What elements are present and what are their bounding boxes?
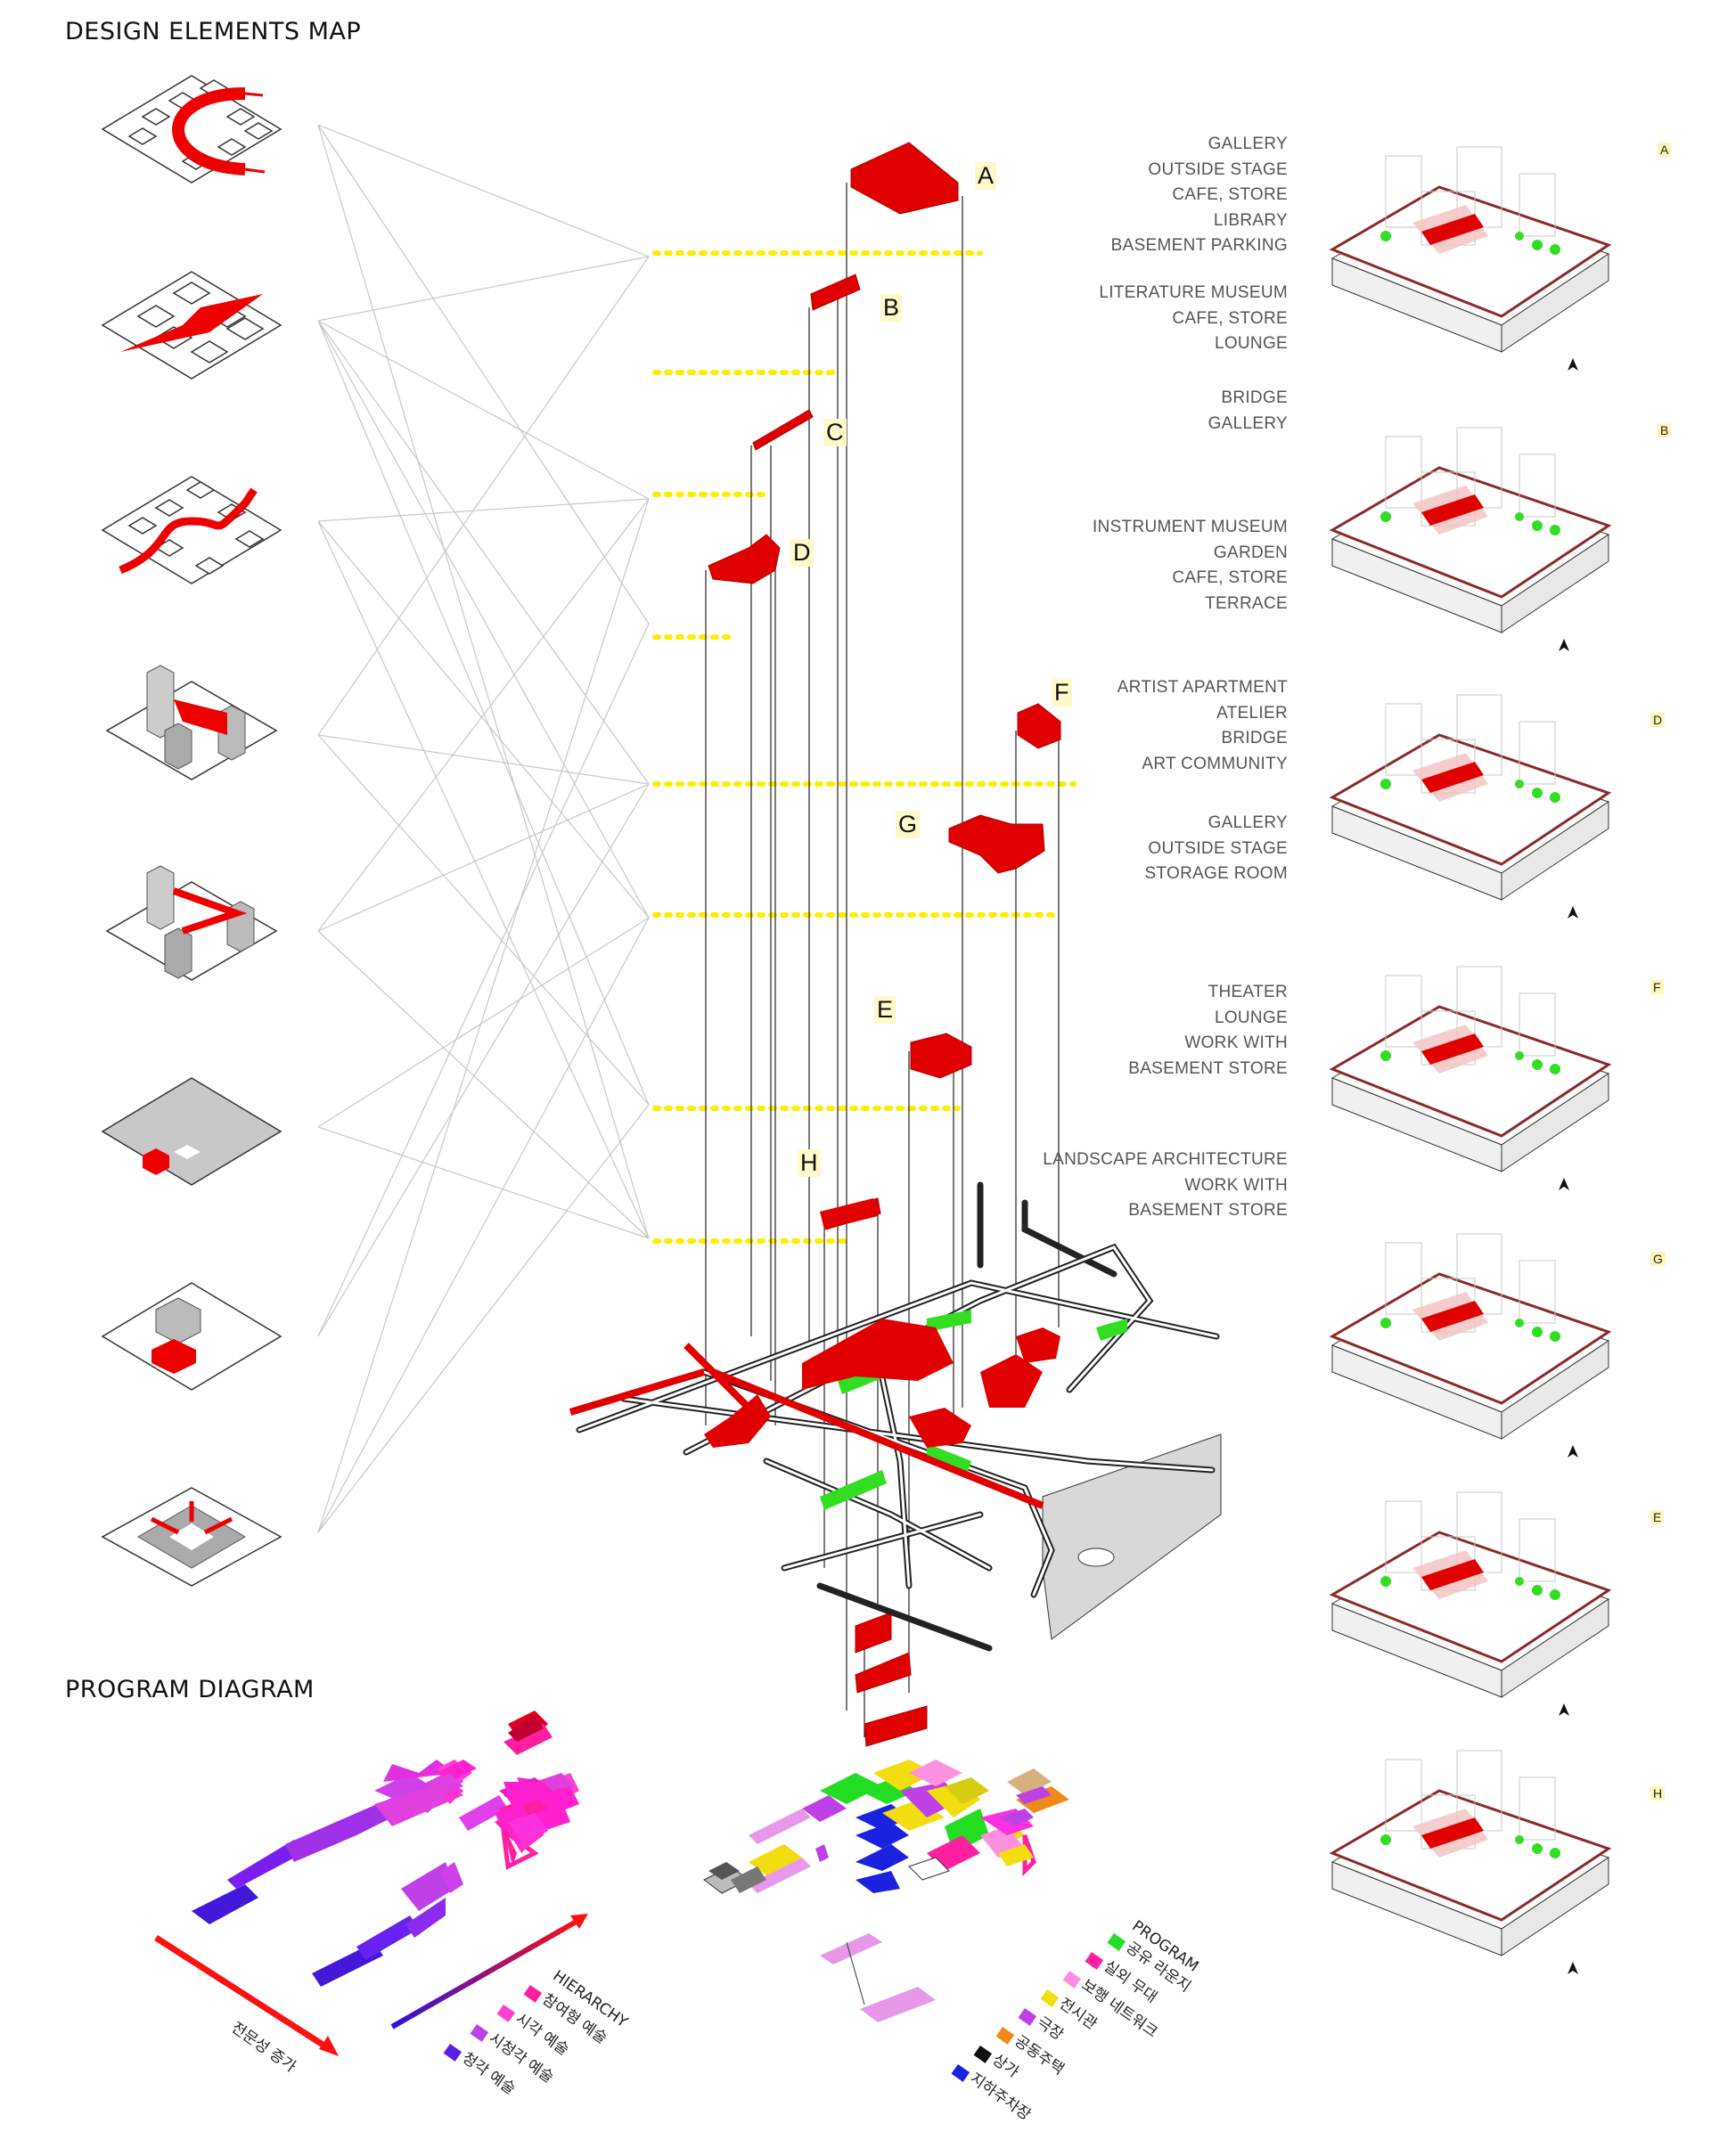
- site-letter-d: D: [790, 539, 814, 567]
- program-diagram-title: PROGRAM DIAGRAM: [65, 1676, 315, 1703]
- site-card-d: [1329, 694, 1612, 901]
- icon-plaza-cut: [101, 1077, 282, 1186]
- card-letter-g: G: [1650, 1252, 1666, 1266]
- program-item: ART COMMUNITY: [1142, 754, 1288, 773]
- program-item: WORK WITH: [1184, 1175, 1288, 1195]
- program-item: CAFE, STORE: [1172, 568, 1288, 587]
- site-letter-h: H: [798, 1149, 821, 1177]
- north-arrow-icon: [1568, 906, 1578, 919]
- program-item: TERRACE: [1205, 593, 1288, 613]
- program-item: GALLERY: [1208, 135, 1288, 153]
- program-item: LITERATURE MUSEUM: [1099, 283, 1288, 302]
- card-letter-a: A: [1658, 143, 1672, 157]
- icon-crescent-path: [101, 75, 282, 184]
- program-item: WORK WITH: [1184, 1033, 1288, 1052]
- program-list-d: INSTRUMENT MUSEUM GARDEN CAFE, STORE TERRAC…: [1093, 515, 1288, 617]
- floating-volumes: [708, 142, 1061, 1747]
- program-item: GALLERY: [1208, 413, 1288, 433]
- design-elements-title: DESIGN ELEMENTS MAP: [65, 18, 362, 45]
- site-letter-f: F: [1052, 679, 1072, 706]
- north-arrow-icon: [1559, 639, 1569, 651]
- design-element-icons: [101, 75, 282, 1587]
- program-item: GALLERY: [1208, 813, 1288, 832]
- site-letter-g: G: [896, 811, 921, 838]
- site-card-h: [1329, 1750, 1612, 1956]
- icon-s-path: [101, 476, 282, 584]
- icon-courtyard-arrows: [101, 1487, 282, 1587]
- program-list-e: ARTIST APARTMENT ATELIER BRIDGE ART COMMUNI…: [1117, 675, 1288, 777]
- program-item: LANDSCAPE ARCHITECTURE: [1043, 1150, 1288, 1169]
- card-letter-e: E: [1650, 1510, 1665, 1524]
- site-card-a: [1329, 146, 1612, 353]
- vertical-guides: [705, 183, 1060, 1737]
- connector-lines: [317, 124, 650, 1533]
- site-card-f: [1329, 966, 1612, 1172]
- program-item: CAFE, STORE: [1172, 185, 1288, 204]
- icon-blocks-v: [105, 865, 278, 981]
- card-letter-b: B: [1658, 423, 1672, 437]
- site-letter-e: E: [874, 996, 896, 1024]
- program-item: LOUNGE: [1214, 334, 1288, 353]
- card-letter-d: D: [1650, 713, 1666, 727]
- icon-blocks-bridge: [105, 665, 278, 780]
- site-plan: [569, 1181, 1222, 1652]
- program-list-h: LANDSCAPE ARCHITECTURE WORK WITH BASEMENT …: [1043, 1147, 1288, 1224]
- site-card-g: [1329, 1233, 1612, 1440]
- site-cards: [1329, 146, 1612, 1974]
- program-item: CAFE, STORE: [1172, 308, 1288, 328]
- north-arrow-icon: [1559, 1703, 1569, 1716]
- north-arrow-icon: [1568, 1445, 1578, 1458]
- site-card-e: [1329, 1491, 1612, 1698]
- site-letter-a: A: [975, 162, 997, 190]
- site-card-b: [1329, 427, 1612, 633]
- icon-stacked-volume: [101, 1282, 282, 1391]
- program-item: BASEMENT STORE: [1128, 1201, 1288, 1220]
- program-item: BASEMENT STORE: [1128, 1058, 1288, 1078]
- card-letter-h: H: [1650, 1786, 1666, 1801]
- north-arrow-icon: [1559, 1178, 1569, 1190]
- program-use-diagram: [703, 1760, 1069, 2022]
- program-list-c: BRIDGE GALLERY: [1208, 386, 1288, 437]
- program-item: GARDEN: [1213, 543, 1288, 562]
- program-item: STORAGE ROOM: [1144, 864, 1288, 883]
- program-item: THEATER: [1208, 983, 1288, 1001]
- north-arrow-icon: [1568, 358, 1578, 371]
- program-item: LOUNGE: [1214, 1008, 1288, 1027]
- program-item: BRIDGE: [1221, 388, 1288, 407]
- site-letter-c: C: [823, 419, 847, 446]
- program-item: OUTSIDE STAGE: [1148, 838, 1288, 858]
- card-letter-f: F: [1650, 980, 1664, 994]
- icon-diamond-path: [101, 271, 282, 380]
- north-arrow-icon: [1568, 1962, 1578, 1974]
- program-item: BASEMENT PARKING: [1110, 236, 1288, 255]
- program-list-g: THEATER LOUNGE WORK WITH BASEMENT STORE: [1128, 980, 1288, 1082]
- site-letter-b: B: [880, 294, 903, 322]
- program-item: LIBRARY: [1213, 210, 1288, 230]
- program-list-b: LITERATURE MUSEUM CAFE, STORE LOUNGE: [1099, 281, 1288, 357]
- hierarchy-diagram: [154, 1711, 588, 2056]
- program-item: INSTRUMENT MUSEUM: [1092, 518, 1288, 536]
- program-item: ATELIER: [1216, 703, 1288, 723]
- program-list-a: GALLERY OUTSIDE STAGE CAFE, STORE LIBRARY BA…: [1111, 132, 1288, 259]
- program-list-f: GALLERY OUTSIDE STAGE STORAGE ROOM: [1144, 811, 1288, 887]
- program-item: ARTIST APARTMENT: [1117, 678, 1288, 697]
- program-item: OUTSIDE STAGE: [1148, 159, 1288, 179]
- program-item: BRIDGE: [1221, 729, 1288, 747]
- level-dotted-lines: [652, 250, 1077, 1244]
